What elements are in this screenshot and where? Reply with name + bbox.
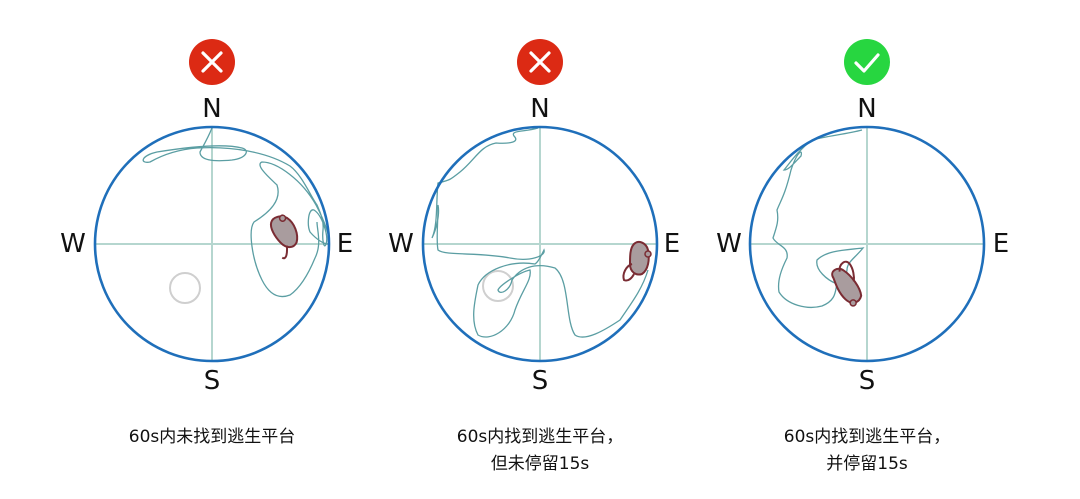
compass-south: S [203,366,221,396]
compass-east: E [992,229,1010,259]
swim-path [142,127,330,298]
swim-path [431,127,649,338]
compass-south: S [858,366,876,396]
panel-pass: N S W E 60s内找到逃生平台， 并停留15s [687,0,1047,499]
swim-path [772,129,865,308]
compass-north: N [857,94,877,124]
platform-ring [169,272,201,304]
compass-north: N [530,94,550,124]
caption-line-1: 60s内找到逃生平台， [456,427,624,447]
caption-line-1: 60s内未找到逃生平台 [128,427,296,447]
pool-border [748,125,986,363]
compass-west: W [716,229,742,259]
platform-ring [482,270,514,302]
caption-line-2: 但未停留15s [490,454,590,474]
pool-border [421,125,659,363]
compass-east: E [336,229,354,259]
water-maze-pool [93,125,331,363]
compass-west: W [60,229,86,259]
mouse-icon [269,214,299,260]
caption: 60s内未找到逃生平台 [32,424,392,451]
compass-south: S [531,366,549,396]
compass-east: E [663,229,681,259]
water-maze-pool [748,125,986,363]
mouse-icon [622,241,652,282]
panel-fail-not-found: N S W E 60s内未找到逃生平台 [32,0,392,499]
caption: 60s内找到逃生平台， 并停留15s [687,424,1047,478]
compass-north: N [202,94,222,124]
x-circle-icon [517,39,563,85]
compass-west: W [388,229,414,259]
water-maze-pool [421,125,659,363]
mouse-icon [831,260,863,307]
caption: 60s内找到逃生平台， 但未停留15s [360,424,720,478]
caption-line-1: 60s内找到逃生平台， [783,427,951,447]
check-circle-icon [844,39,890,85]
panel-fail-not-stayed: N S W E 60s内找到逃生平台， 但未停留15s [360,0,720,499]
caption-line-2: 并停留15s [826,454,908,474]
x-circle-icon [189,39,235,85]
pool-border [93,125,331,363]
